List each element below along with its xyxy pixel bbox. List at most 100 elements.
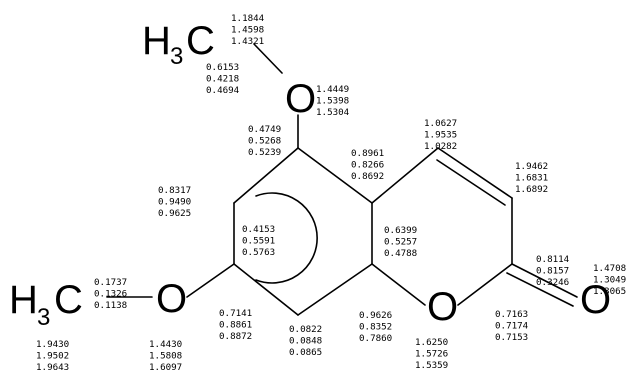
- label-value: 1.9430: [36, 339, 69, 350]
- atom-ch3-left: H 3 C: [9, 278, 83, 331]
- label-value: 1.5304: [316, 107, 350, 118]
- svg-text:H: H: [142, 19, 171, 63]
- label-value: 0.4153: [242, 224, 275, 235]
- label-value: 0.5763: [242, 247, 275, 258]
- label-value: 0.0865: [289, 347, 322, 358]
- label-value: 0.4694: [206, 85, 240, 96]
- svg-text:3: 3: [170, 43, 183, 70]
- bond-ch3-o-top: [253, 43, 283, 74]
- label-value: 1.4598: [231, 25, 264, 36]
- label-value: 0.7153: [495, 332, 528, 343]
- label-value: 0.8961: [351, 148, 384, 159]
- svg-text:C: C: [54, 278, 83, 322]
- atom-o-carbonyl: O: [580, 278, 611, 322]
- label-value: 0.8157: [536, 266, 569, 277]
- bond-o-left-c7: [186, 263, 235, 298]
- label-value: 0.3246: [536, 277, 569, 288]
- bond-c4a-c5: [297, 147, 373, 204]
- label-value: 0.6153: [206, 62, 239, 73]
- label-value: 0.8861: [219, 320, 252, 331]
- label-value: 1.6831: [515, 173, 548, 184]
- label-value: 0.5591: [242, 236, 275, 247]
- label-value: 1.6892: [515, 184, 548, 195]
- label-value: 0.9626: [359, 310, 392, 321]
- label-value: 0.7174: [495, 321, 529, 332]
- label-value: 1.5726: [415, 349, 448, 360]
- label-value: 1.4449: [316, 84, 349, 95]
- label-value: 1.6097: [149, 362, 182, 373]
- label-value: 0.7163: [495, 309, 528, 320]
- label-value: 0.9625: [158, 208, 191, 219]
- bond-c2-o-ring: [457, 263, 513, 306]
- label-value: 0.1138: [94, 300, 127, 311]
- label-value: 0.9490: [158, 197, 191, 208]
- label-value: 1.4321: [231, 36, 264, 47]
- label-value: 0.4749: [248, 124, 281, 135]
- label-value: 0.8114: [536, 254, 570, 265]
- label-value: 0.7860: [359, 333, 392, 344]
- label-value: 1.9643: [36, 362, 69, 373]
- label-value: 0.8692: [351, 171, 384, 182]
- label-value: 1.9502: [36, 351, 69, 362]
- bond-c2-o-carbonyl-2: [506, 272, 574, 307]
- label-value: 1.5398: [316, 96, 349, 107]
- atom-ch3-top: H 3 C: [142, 19, 215, 70]
- label-value: 0.8872: [219, 331, 252, 342]
- label-value: 0.1326: [94, 289, 127, 300]
- label-value: 0.8317: [158, 185, 191, 196]
- svg-text:H: H: [9, 278, 38, 322]
- label-value: 0.8352: [359, 322, 392, 333]
- label-value: 1.0627: [424, 118, 457, 129]
- label-value: 0.1737: [94, 277, 127, 288]
- bond-c4-c3: [437, 147, 513, 199]
- bond-o-ring-c8a: [371, 263, 426, 306]
- svg-text:3: 3: [37, 304, 50, 331]
- bond-c2-o-carbonyl-1: [511, 263, 578, 298]
- svg-text:C: C: [186, 19, 215, 63]
- label-value: 1.4708: [593, 263, 626, 274]
- label-value: 0.6399: [384, 225, 417, 236]
- bond-c5-c6: [233, 147, 299, 204]
- label-value: 1.4430: [149, 339, 182, 350]
- label-value: 1.3065: [593, 286, 626, 297]
- aromatic-ring-arc: [255, 192, 318, 284]
- label-value: 1.0282: [424, 141, 457, 152]
- atom-o-top: O: [285, 77, 316, 121]
- label-value: 1.5359: [415, 360, 448, 371]
- label-value: 0.7141: [219, 308, 252, 319]
- bond-c7-c8: [233, 263, 299, 316]
- label-value: 0.8266: [351, 160, 384, 171]
- label-value: 1.9462: [515, 161, 548, 172]
- label-value: 1.6250: [415, 337, 448, 348]
- label-value: 0.0822: [289, 324, 322, 335]
- label-value: 0.5239: [248, 147, 281, 158]
- bond-c4a-c4: [371, 147, 439, 204]
- label-value: 1.1844: [231, 13, 265, 24]
- label-value: 0.4218: [206, 74, 239, 85]
- atom-o-ring: O: [427, 285, 458, 329]
- label-value: 0.5257: [384, 237, 417, 248]
- label-value: 0.0848: [289, 336, 322, 347]
- bond-c8-c8a: [297, 263, 373, 316]
- label-value: 1.5808: [149, 351, 182, 362]
